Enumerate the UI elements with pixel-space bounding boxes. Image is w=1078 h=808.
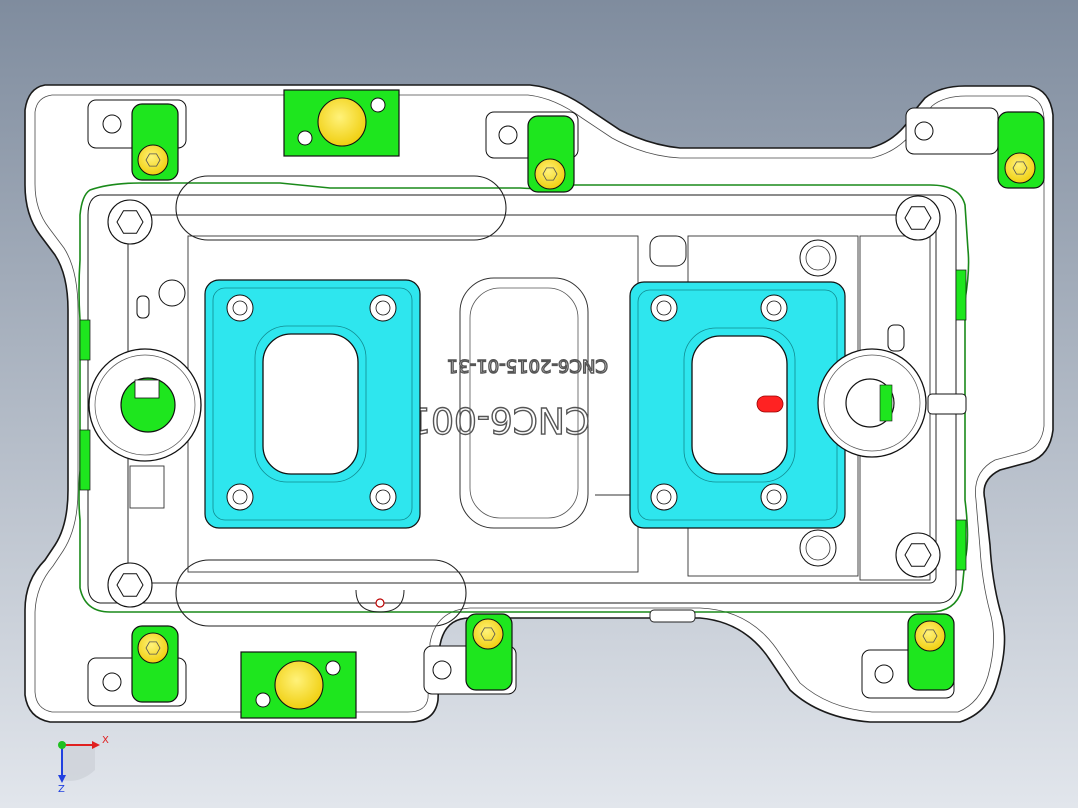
- clamp-pad[interactable]: [423, 613, 517, 695]
- engraving-part-number: CNC6-001: [408, 399, 590, 440]
- left-pin-hole[interactable]: [158, 279, 186, 307]
- red-marker: [756, 395, 784, 413]
- fixture-block-right-window: [691, 335, 788, 475]
- clamp-pad[interactable]: [485, 111, 579, 193]
- clamp-pad[interactable]: [905, 107, 1045, 189]
- locating-pin-plate-bottom[interactable]: [240, 651, 357, 719]
- right-slot-hole[interactable]: [887, 324, 905, 352]
- fixture-block-left[interactable]: [204, 279, 421, 529]
- round-pin-hole[interactable]: [799, 239, 837, 277]
- lower-slot-hole[interactable]: [375, 598, 385, 608]
- base-plate-chamfer: [34, 94, 1045, 713]
- hex-bolt[interactable]: [107, 562, 153, 608]
- left-slot-hole[interactable]: [136, 295, 150, 319]
- edge-tab: [79, 429, 91, 491]
- round-pin-hole[interactable]: [799, 529, 837, 567]
- fixture-block-right[interactable]: [629, 281, 846, 529]
- triad-origin: [58, 741, 66, 749]
- clamp-pad[interactable]: [87, 99, 187, 181]
- bottom-edge-notch: [649, 609, 696, 623]
- hex-bolt[interactable]: [895, 195, 941, 241]
- clamp-pad[interactable]: [861, 613, 955, 699]
- left-locating-boss[interactable]: [88, 348, 202, 462]
- locating-pin: [274, 660, 324, 710]
- top-tab-notch: [649, 235, 687, 267]
- triad-x-label: X: [102, 735, 109, 746]
- hex-bolt[interactable]: [107, 199, 153, 245]
- triad-z-label: Z: [58, 784, 65, 795]
- left-relief: [129, 465, 165, 509]
- edge-tab: [79, 319, 91, 361]
- base-plate[interactable]: [24, 84, 1054, 723]
- clamp-pad[interactable]: [87, 625, 187, 707]
- center-window-inner: [469, 287, 579, 519]
- right-locating-boss[interactable]: [817, 348, 967, 458]
- edge-tab: [955, 519, 967, 571]
- lower-slot[interactable]: [175, 559, 467, 627]
- locating-pin-plate-top[interactable]: [283, 89, 400, 157]
- center-window: [459, 277, 589, 529]
- coordinate-triad: X Z: [58, 735, 109, 795]
- lower-slot-notch: [355, 589, 405, 613]
- edge-tab: [955, 269, 967, 321]
- fixture-block-left-window: [262, 333, 359, 475]
- locating-pin: [317, 97, 367, 147]
- pocket-wall: [87, 194, 957, 604]
- upper-slot[interactable]: [175, 175, 507, 241]
- hex-bolt[interactable]: [895, 532, 941, 578]
- engraving-date: CNC6-2015-01-31: [447, 355, 608, 376]
